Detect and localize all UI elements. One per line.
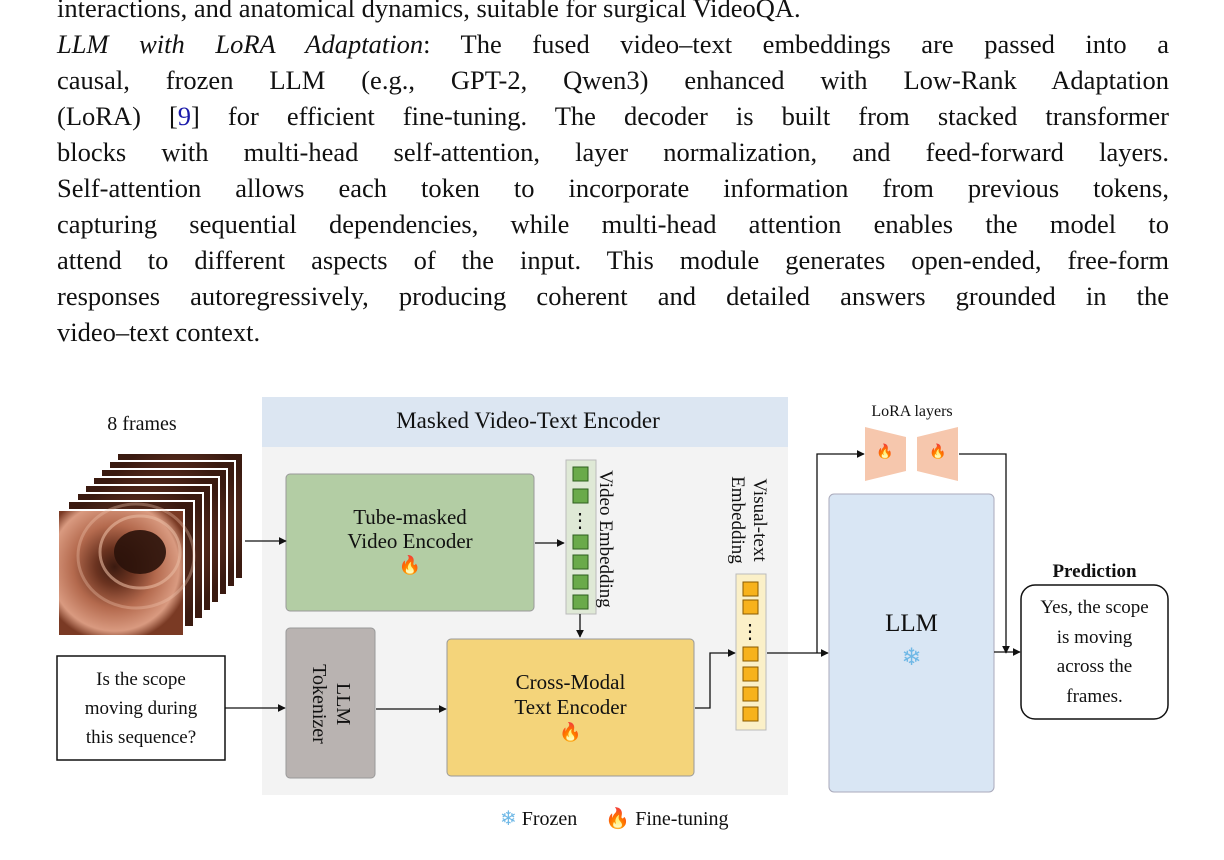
text-line: LLM with LoRA Adaptation: The fused vide… — [57, 29, 1169, 59]
text-line: Self-attention allows each token to inco… — [57, 173, 1169, 203]
text-line: capturing sequential dependencies, while… — [57, 209, 1169, 239]
text-line: video–text context. — [57, 317, 261, 347]
fire-icon: 🔥 — [559, 722, 582, 742]
video-frames-stack — [57, 452, 244, 637]
question-text: Is the scope moving during this sequence… — [84, 669, 198, 748]
svg-text:⋮: ⋮ — [570, 510, 590, 532]
tokenizer-label: LLM Tokenizer — [308, 664, 354, 744]
lora-label: LoRA layers — [871, 403, 953, 420]
text-line: responses autoregressively, producing co… — [57, 281, 1169, 311]
legend-frozen: Frozen — [521, 808, 578, 830]
visual-text-embedding-label: Visual-text Embedding — [727, 476, 770, 564]
fire-icon: 🔥 — [876, 445, 894, 460]
citation-link[interactable]: 9 — [177, 101, 192, 131]
fire-icon: 🔥 — [929, 445, 947, 460]
snowflake-icon: ❄ — [901, 645, 922, 671]
text-line: causal, frozen LLM (e.g., GPT-2, Qwen3) … — [57, 65, 1169, 95]
legend: ❄ Frozen 🔥 Fine-tuning — [500, 806, 729, 831]
prediction-title: Prediction — [1052, 561, 1137, 582]
text-line: (LoRA) [9] for efficient fine-tuning. Th… — [57, 101, 1169, 131]
text-line: blocks with multi-head self-attention, l… — [57, 137, 1169, 167]
frames-label: 8 frames — [107, 413, 177, 435]
fire-icon: 🔥 — [398, 555, 422, 575]
svg-text:⋮: ⋮ — [740, 621, 760, 643]
section-heading: LLM with LoRA Adaptation — [57, 29, 424, 59]
text-line: attend to different aspects of the input… — [57, 245, 1169, 275]
legend-finetuning: Fine-tuning — [635, 808, 729, 830]
text-line: interactions, and anatomical dynamics, s… — [57, 0, 801, 23]
prediction-text: Yes, the scope is moving across the fram… — [1040, 597, 1149, 707]
encoder-title: Masked Video-Text Encoder — [396, 408, 660, 433]
snowflake-icon: ❄ — [500, 808, 517, 830]
fire-icon: 🔥 — [605, 808, 631, 830]
video-encoder-label: Tube-masked Video Encoder 🔥 — [286, 505, 534, 577]
video-embedding-label: Video Embedding — [595, 470, 616, 608]
cross-modal-label: Cross-Modal Text Encoder 🔥 — [447, 670, 694, 745]
llm-label: LLM — [885, 610, 938, 637]
body-paragraph: interactions, and anatomical dynamics, s… — [57, 0, 1169, 350]
